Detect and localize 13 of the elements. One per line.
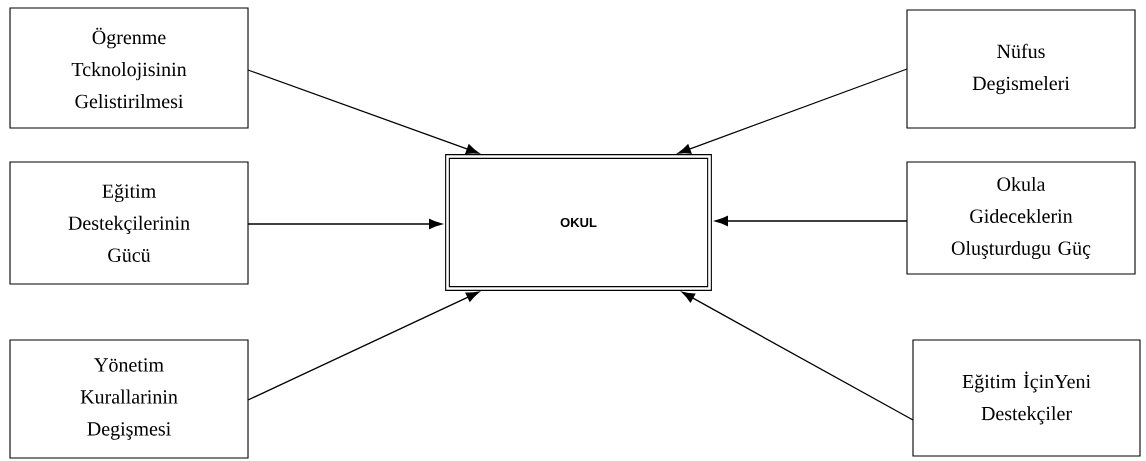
factor-box: Ögrenme Tcknolojisinin Gelistirilmesi bbox=[9, 7, 249, 129]
factor-box: Eğitim Destekçilerinin Gücü bbox=[9, 161, 249, 285]
arrow bbox=[247, 218, 442, 229]
arrow bbox=[715, 215, 908, 226]
arrow bbox=[681, 291, 914, 421]
arrow bbox=[677, 68, 908, 154]
factor-box: Eğitim İçinYeni Destekçiler bbox=[912, 339, 1141, 457]
factor-box: Okula Gideceklerin Oluşturdugu Güç bbox=[906, 161, 1136, 275]
factor-box: Nüfus Degismeleri bbox=[906, 9, 1136, 129]
factor-box: Yönetim Kurallarinin Degişmesi bbox=[9, 339, 249, 459]
arrow bbox=[247, 69, 480, 154]
central-box: OKUL bbox=[445, 154, 712, 291]
arrow bbox=[247, 291, 480, 401]
